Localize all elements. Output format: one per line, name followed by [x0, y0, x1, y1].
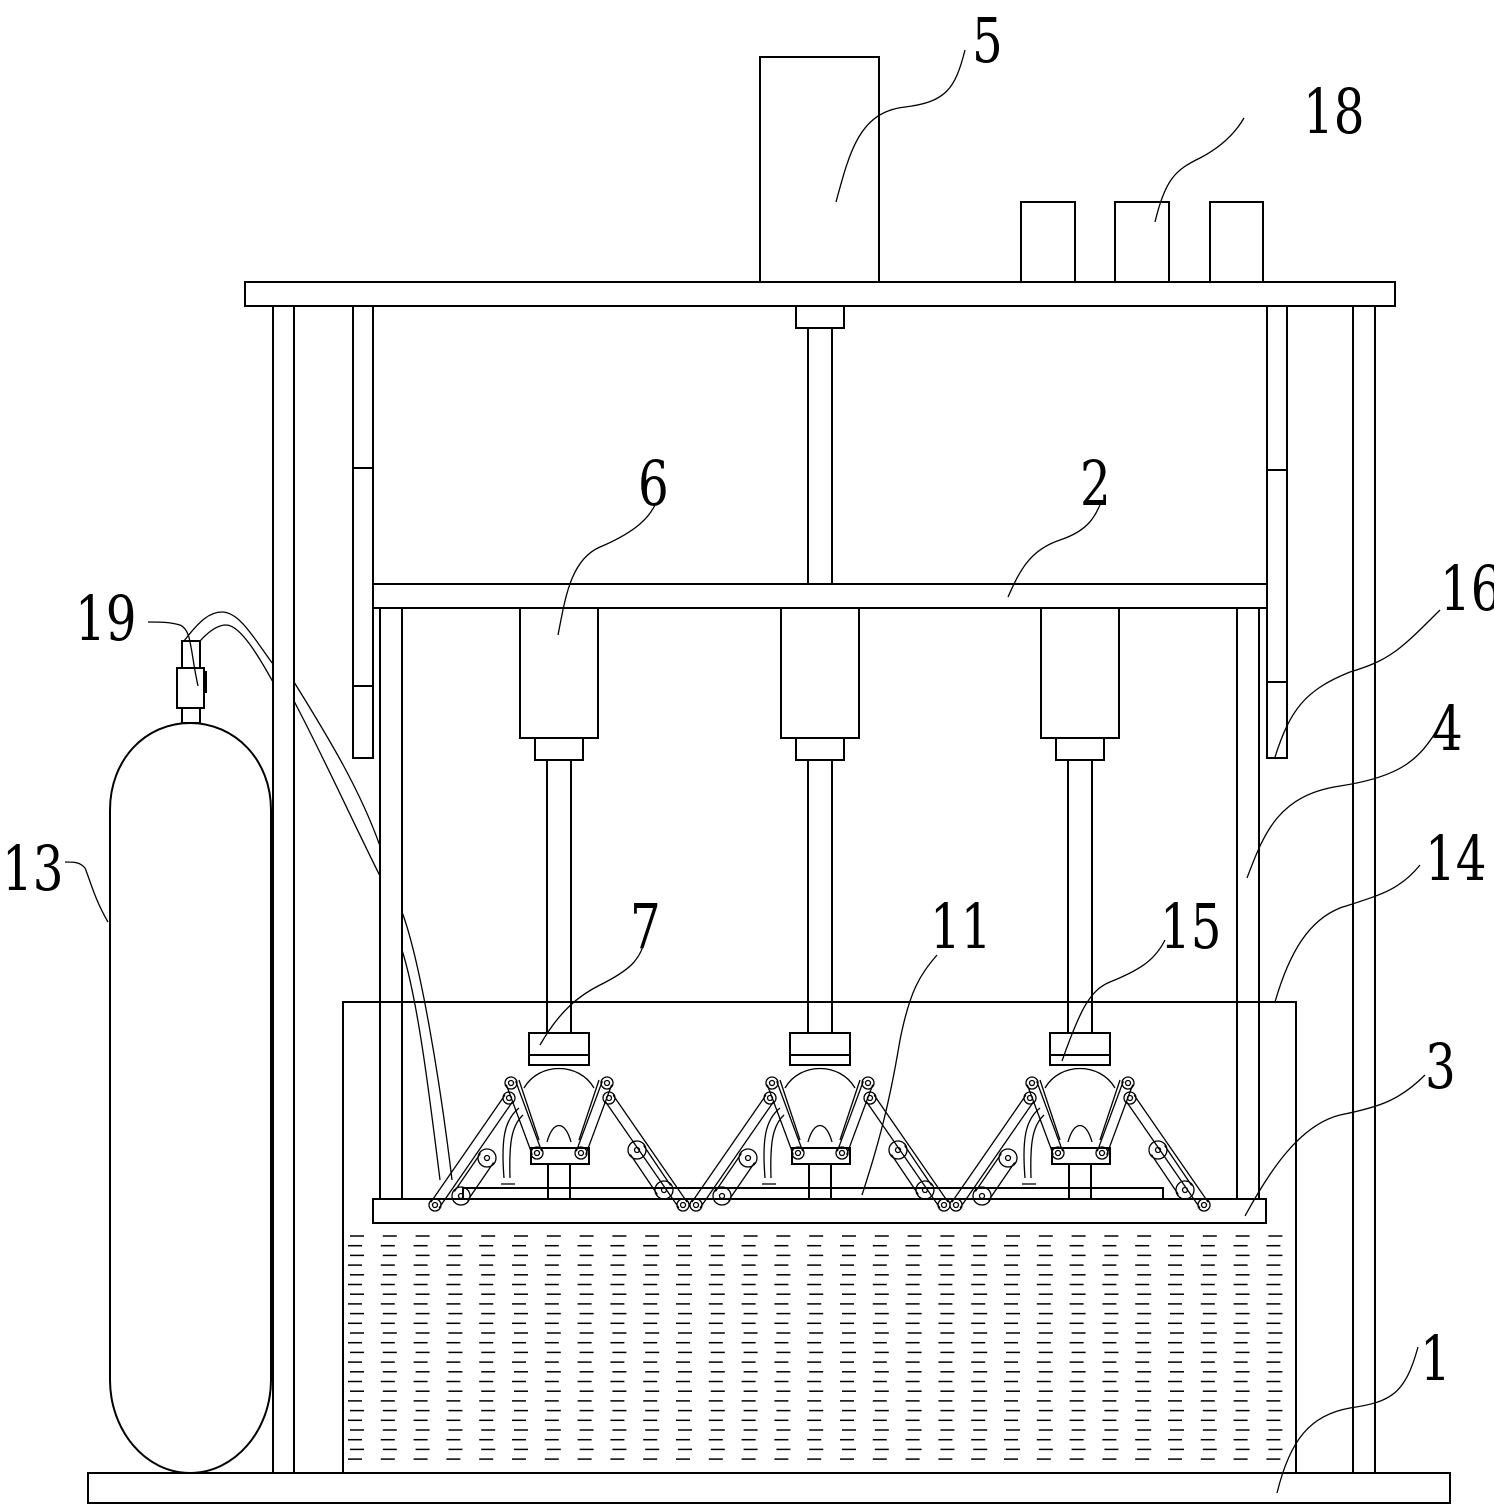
- valve: [176, 640, 207, 724]
- control-boxes: [1020, 201, 1264, 283]
- label-6: 6: [638, 448, 669, 520]
- label-15: 15: [1160, 891, 1222, 963]
- workpiece-inner: [546, 1124, 572, 1143]
- jaw-stem: [1068, 1163, 1092, 1200]
- gripper-head: [789, 1032, 851, 1066]
- label-11: 11: [930, 891, 992, 963]
- gripper-unit: [428, 607, 690, 1212]
- workpiece-inner: [1067, 1124, 1093, 1143]
- gripper-head: [528, 1032, 590, 1066]
- label-1: 1: [1420, 1323, 1451, 1395]
- gripper-head: [1049, 1032, 1111, 1066]
- label-13: 13: [2, 833, 64, 905]
- linkage-arms: [689, 1091, 951, 1212]
- gripper-jaws: [765, 1076, 875, 1160]
- linkage-arms: [949, 1091, 1211, 1212]
- motor-housing: [759, 56, 880, 283]
- outer-frame-left-post: [272, 306, 295, 1473]
- jaw-stem: [547, 1163, 571, 1200]
- workpiece-dome: [1044, 1068, 1116, 1089]
- gripper-unit: [689, 607, 951, 1212]
- slide-rail-right: [1266, 305, 1288, 759]
- cylinder-actuator: [519, 607, 599, 1033]
- workpiece-inner: [807, 1124, 833, 1143]
- central-spindle: [795, 305, 845, 584]
- workpiece-dome: [523, 1068, 595, 1089]
- cylinder-actuator: [1040, 607, 1120, 1033]
- label-4: 4: [1432, 693, 1463, 765]
- gripper-jaws: [1025, 1076, 1135, 1160]
- jaw-stem: [808, 1163, 832, 1200]
- outer-frame-right-post: [1352, 306, 1376, 1473]
- water-tank: [342, 1001, 1297, 1473]
- water-hatching: [348, 1235, 1283, 1460]
- leader-lines: [64, 49, 1441, 1494]
- label-16: 19: [75, 583, 137, 655]
- cylinder-actuator: [780, 607, 860, 1033]
- gas-cylinder: [109, 721, 272, 1475]
- linkage-arms: [428, 1091, 690, 1212]
- gas-hose: [183, 611, 453, 1181]
- label-2: 2: [1080, 448, 1111, 520]
- lifting-plate: [372, 583, 1268, 609]
- top-plate: [244, 281, 1396, 307]
- label-18: 18: [1303, 76, 1365, 148]
- label-14: 14: [1425, 823, 1487, 895]
- label-3: 3: [1425, 1031, 1456, 1103]
- air-hose-stub: [1022, 1107, 1045, 1185]
- base-plate: [87, 1472, 1451, 1504]
- rail-bar: [462, 1187, 1164, 1199]
- label-5: 5: [972, 5, 1003, 77]
- air-hose-stub: [762, 1107, 785, 1185]
- guide-column-right: [1236, 608, 1260, 1199]
- label-7: 7: [630, 891, 661, 963]
- air-hose-stub: [501, 1107, 524, 1185]
- workpiece-dome: [784, 1068, 856, 1089]
- support-plate: [372, 1198, 1267, 1224]
- guide-column-left: [379, 608, 403, 1199]
- gripper-jaws: [504, 1076, 614, 1160]
- gripper-units: [428, 607, 1211, 1212]
- gripper-unit: [949, 607, 1211, 1212]
- label-19: 16: [1440, 553, 1494, 625]
- slide-rail-left: [352, 305, 374, 759]
